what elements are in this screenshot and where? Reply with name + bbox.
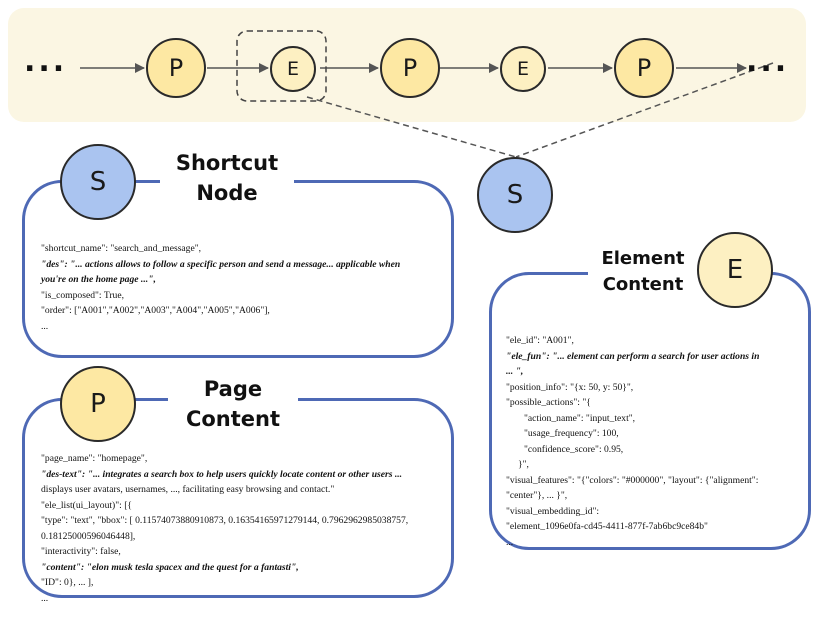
shortcut-line: "is_composed": True, <box>41 289 124 301</box>
element-content-line: "visual_features": "{"colors": "#000000"… <box>506 474 759 486</box>
element-content-line: "possible_actions": "{ <box>506 397 591 408</box>
element-content-icon: E <box>697 232 773 308</box>
page-node: P <box>614 38 674 98</box>
element-content-line: "confidence_score": 0.95, <box>524 443 624 455</box>
page-content-icon: P <box>60 366 136 442</box>
element-node: E <box>270 46 316 92</box>
page-content-line: "type": "text", "bbox": [ 0.115740738809… <box>41 515 409 526</box>
element-content-panel: "ele_id": "A001", "ele_fun": "... elemen… <box>489 272 811 550</box>
page-node: P <box>380 38 440 98</box>
page-content-line: "ID": 0}, ... ], <box>41 577 94 588</box>
title-line: Shortcut <box>175 151 279 175</box>
shortcut-node-title: Shortcut Node <box>160 148 294 208</box>
shortcut-dashed-link <box>515 62 774 158</box>
shortcut-line: ... <box>41 320 49 332</box>
element-content-line: "ele_id": "A001", <box>506 335 574 346</box>
element-node: E <box>500 46 546 92</box>
shortcut-node-detached: S <box>477 157 553 233</box>
element-content-line: "position_info": "{x: 50, y: 50}", <box>506 381 634 393</box>
element-content-line: "ele_fun": "... element can perform a se… <box>506 350 760 362</box>
trajectory-ellipsis-right: ... <box>746 44 790 79</box>
page-content-line: ... <box>41 592 49 604</box>
shortcut-line: you're on the home page ...", <box>41 274 156 285</box>
title-line: Element <box>601 248 685 269</box>
page-content-line: "content": "elon musk tesla spacex and t… <box>41 561 299 573</box>
element-content-line: ... ", <box>506 366 524 377</box>
shortcut-line: "shortcut_name": "search_and_message", <box>41 243 202 254</box>
page-content-line: displays user avatars, usernames, ..., f… <box>41 484 335 495</box>
title-line: Node <box>196 181 258 205</box>
page-content-line: "ele_list(ui_layout)": [{ <box>41 499 133 511</box>
page-content-line: 0.18125000596046448], <box>41 530 136 542</box>
shortcut-selection-box <box>236 30 327 102</box>
page-content-title: Page Content <box>168 374 298 434</box>
element-content-body: "ele_id": "A001", "ele_fun": "... elemen… <box>506 333 759 550</box>
page-content-line: "interactivity": false, <box>41 546 121 557</box>
title-line: Content <box>185 407 281 431</box>
page-content-line: "des-text": "... integrates a search box… <box>41 468 403 480</box>
title-line: Content <box>602 274 684 295</box>
shortcut-line: "order": ["A001","A002","A003","A004","A… <box>41 305 270 316</box>
shortcut-node-icon: S <box>60 144 136 220</box>
element-content-line: "element_1096e0fa-cd45-4411-877f-7ab6bc9… <box>506 521 708 532</box>
shortcut-line: "des": "... actions allows to follow a s… <box>41 258 401 270</box>
shortcut-dashed-link <box>306 96 517 158</box>
shortcut-node-content: "shortcut_name": "search_and_message", "… <box>41 241 400 334</box>
element-content-line: }", <box>518 459 529 470</box>
page-content-body: "page_name": "homepage", "des-text": "..… <box>41 451 408 606</box>
element-content-line: "action_name": "input_text", <box>524 412 636 424</box>
page-node: P <box>146 38 206 98</box>
element-content-line: "visual_embedding_id": <box>506 505 600 517</box>
title-line: Page <box>203 377 263 401</box>
element-content-title: Element Content <box>588 246 698 298</box>
element-content-line: ... <box>506 536 514 548</box>
element-content-line: "usage_frequency": 100, <box>524 428 619 439</box>
page-content-line: "page_name": "homepage", <box>41 453 148 464</box>
element-content-line: "center"}, ... }", <box>506 490 568 501</box>
trajectory-ellipsis-left: ... <box>24 44 68 79</box>
